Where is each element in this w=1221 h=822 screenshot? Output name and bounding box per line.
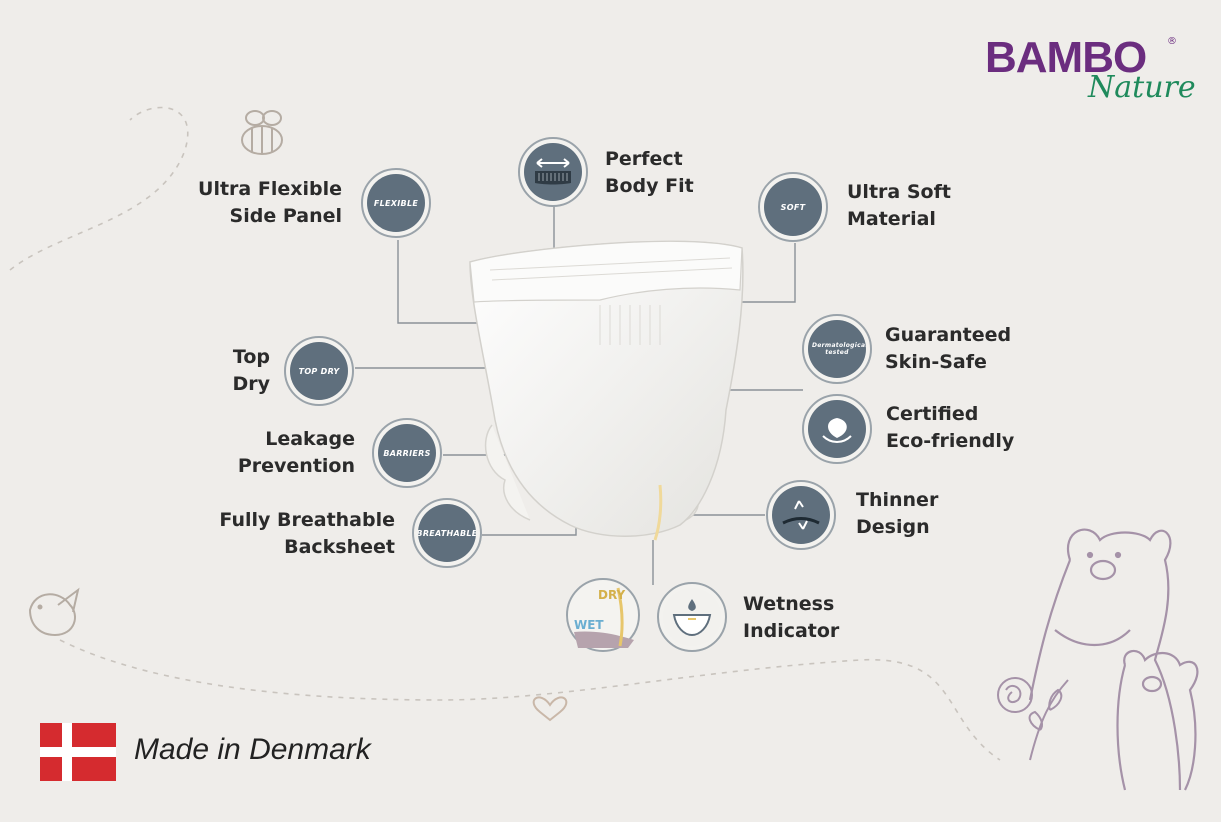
leaf-icon [822,418,852,443]
wetness-indicator-icon [657,582,727,652]
flexible-icon-tag: FLEXIBLE [373,198,419,208]
flexible-icon: FLEXIBLE [361,168,431,238]
bee-icon [241,110,283,155]
thinner-icon [766,480,836,550]
top-dry-icon: TOP DRY [284,336,354,406]
feature-label-skin-safe: Guaranteed Skin-Safe [885,324,1012,373]
registered-mark: ® [1167,36,1177,47]
soft-feather-icon: SOFT [758,172,828,242]
feature-label-wetness: Wetness Indicator [743,593,840,642]
brand-name: BAMBO [985,33,1147,82]
heart-icon [532,696,568,722]
soft-icon-tag: SOFT [780,202,806,212]
brand-subname: Nature [1088,70,1196,105]
wetness-swatch: DRY WET [566,578,640,652]
top-dry-icon-tag: TOP DRY [298,366,340,376]
dry-wet-swatch-icon [574,587,634,648]
wet-label: WET [574,618,604,632]
thin-layer-icon [782,500,820,530]
feature-label-side-panel: Ultra Flexible Side Panel [198,178,342,227]
feature-label-leakage: Leakage Prevention [237,428,355,477]
body-fit-icon [518,137,588,207]
bears-illustration [1028,528,1199,791]
feature-label-soft-material: Ultra Soft Material [847,181,951,230]
eco-leaf-icon [802,394,872,464]
rose-illustration [997,677,1069,761]
feature-label-top-dry: Top Dry [232,346,270,395]
feature-label-body-fit: Perfect Body Fit [605,148,694,197]
feature-label-eco: Certified Eco-friendly [886,403,1015,452]
made-in-text: Made in Denmark [134,733,371,766]
bird-icon [28,587,80,637]
denmark-flag-icon [40,723,116,781]
breathable-icon: BREATHABLE [412,498,482,568]
droplet-diaper-icon [672,599,712,637]
stretch-arrow-icon [535,158,571,185]
dermatologically-tested-icon: Dermatologically tested [802,314,872,384]
derm-icon-tag: Dermatologically tested [812,342,866,356]
feature-label-thinner: Thinner Design [856,489,939,538]
barriers-icon-tag: BARRIERS [383,448,431,458]
dry-label: DRY [598,588,626,602]
barriers-icon: BARRIERS [372,418,442,488]
feature-label-breathable: Fully Breathable Backsheet [219,509,395,558]
breathable-icon-tag: BREATHABLE [418,528,476,538]
